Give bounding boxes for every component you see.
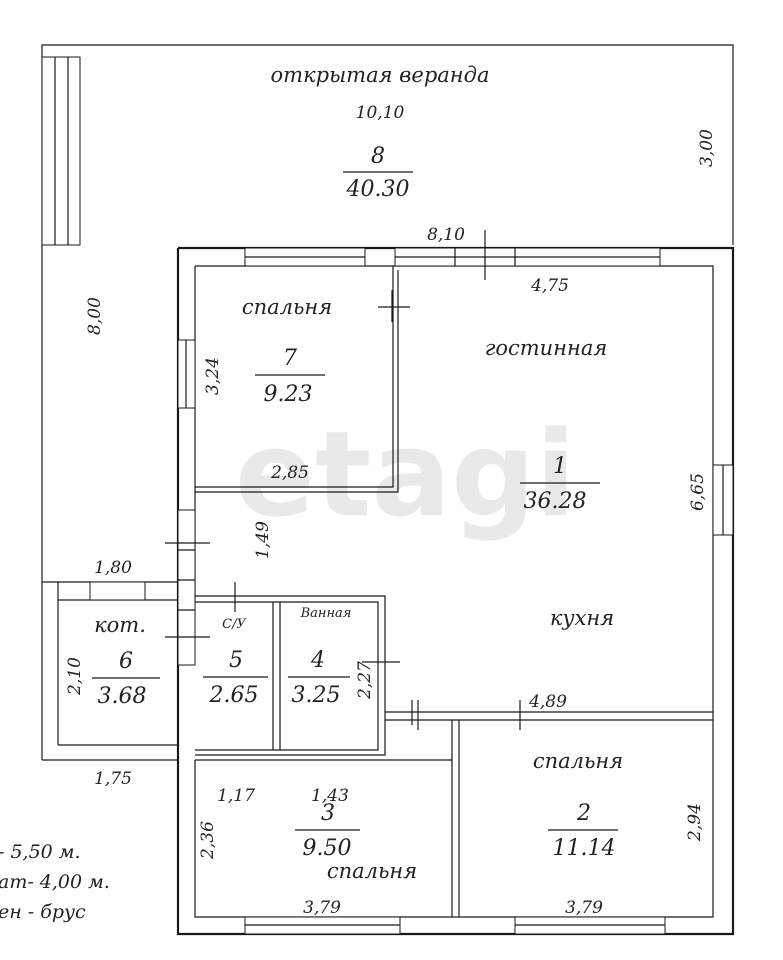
boiler-area: 3.68 [98, 684, 147, 709]
bedroom-2-area: 11.14 [553, 836, 616, 861]
bedroom-3-label: спальня [327, 859, 417, 883]
bathroom-area: 3.25 [292, 683, 341, 708]
windows [89, 247, 734, 935]
living-room-area: 36.28 [524, 489, 587, 514]
corridor-dim: 1,49 [253, 521, 273, 559]
bedroom-7-walls [195, 266, 399, 493]
bedroom-7-width-dim: 2,85 [270, 463, 309, 483]
bathroom-number: 4 [310, 648, 325, 673]
house-walls [176, 246, 735, 936]
bedroom-2-height-dim: 2,94 [685, 803, 705, 842]
living-right-dim: 6,65 [688, 473, 708, 511]
living-room-label: гостинная [485, 336, 608, 360]
bedroom-2-bottom-dim: 3,79 [565, 898, 603, 918]
living-room-number: 1 [553, 454, 567, 479]
bedroom-3-dim-b: 1,43 [311, 786, 349, 806]
boiler-label: кот. [94, 613, 146, 637]
house-top-dim: 8,10 [427, 225, 465, 245]
veranda-left-dim: 8,00 [85, 297, 105, 335]
bathroom-label: Ванная [300, 606, 352, 621]
kitchen-label: кухня [550, 606, 614, 630]
bathroom-height-dim: 2,27 [355, 661, 375, 700]
note-line-2: ат- 4,00 м. [0, 871, 110, 893]
wc-number: 5 [229, 648, 243, 673]
wc-area: 2.65 [209, 683, 259, 708]
kitchen-bottom-dim: 4,89 [528, 692, 567, 712]
bedroom-2-label: спальня [533, 749, 623, 773]
veranda-area: 40.30 [346, 177, 410, 202]
boiler-bottom-dim: 1,75 [94, 769, 132, 789]
veranda-label: открытая веранда [271, 63, 490, 87]
note-line-3: ен - брус [0, 901, 86, 923]
bedroom-7-area: 9.23 [264, 382, 313, 407]
kitchen-bedroom-wall [385, 711, 713, 917]
bedroom-7-label: спальня [242, 295, 332, 319]
watermark-text: etagi [235, 405, 576, 543]
bedroom-2-number: 2 [576, 801, 591, 826]
veranda-railing [41, 56, 81, 246]
living-top-dim: 4,75 [530, 276, 569, 296]
note-line-1: - 5,50 м. [0, 841, 81, 863]
bedroom-3-area: 9.50 [303, 836, 352, 861]
bedroom-7-height-dim: 3,24 [203, 357, 223, 395]
veranda-depth-dim: 3,00 [697, 129, 717, 167]
bath-block-walls [195, 595, 386, 756]
bedroom-3-bottom-dim: 3,79 [303, 898, 341, 918]
wc-label: С/У [222, 617, 247, 632]
veranda-number: 8 [371, 144, 385, 169]
boiler-height-dim: 2,10 [65, 657, 85, 696]
veranda-outline [41, 44, 734, 761]
bedroom-3-dim-a: 1,17 [217, 786, 255, 806]
veranda-width-dim: 10,10 [356, 103, 405, 123]
door-markers [165, 230, 521, 730]
bedroom-7-number: 7 [283, 346, 297, 371]
bedroom-3-height-dim: 2,36 [198, 821, 218, 860]
boiler-top-dim: 1,80 [94, 558, 132, 578]
boiler-number: 6 [119, 649, 133, 674]
bedroom-3-number: 3 [321, 801, 335, 826]
